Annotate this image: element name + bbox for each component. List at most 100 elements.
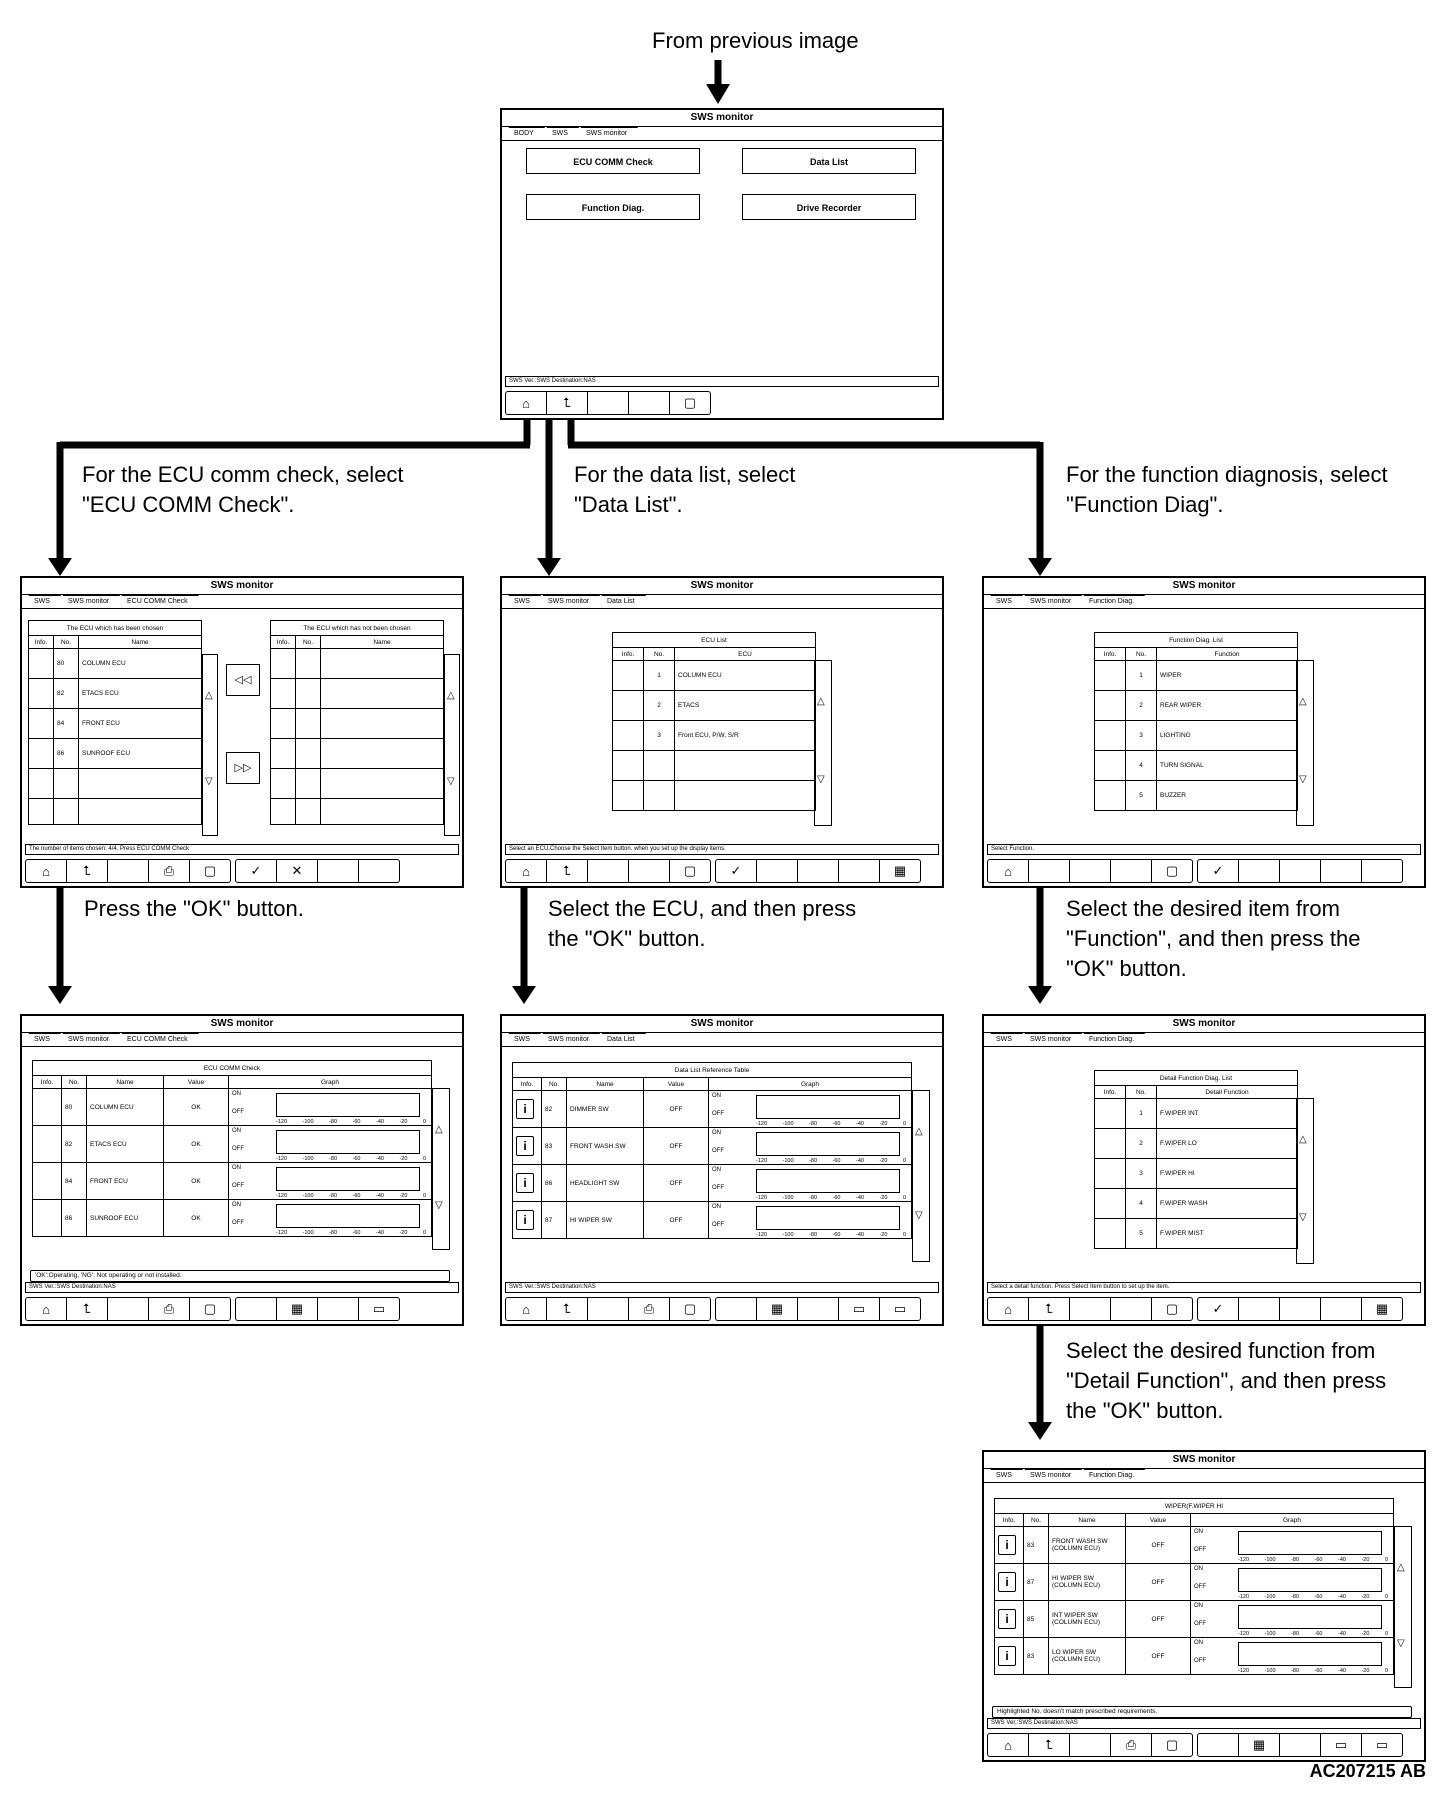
back-arrow-icon[interactable]: ⮤ (67, 1298, 108, 1320)
crumb-sws-monitor[interactable]: SWS monitor (56, 1033, 121, 1046)
tab-icon[interactable]: ▭ (893, 1301, 907, 1316)
function-diag-button[interactable]: Function Diag. (526, 194, 700, 220)
scroll-up-icon[interactable]: △ (205, 690, 213, 701)
scrollbar[interactable]: △ ▽ (1296, 1098, 1314, 1264)
crumb-sws-monitor[interactable]: SWS monitor (536, 595, 601, 608)
home-icon[interactable]: ⌂ (26, 860, 67, 882)
tab-icon[interactable]: ▭ (1375, 1737, 1389, 1752)
notebook-icon[interactable]: ▢ (683, 863, 697, 878)
scrollbar[interactable]: △ ▽ (814, 660, 832, 826)
print-icon[interactable]: ⎙ (149, 860, 190, 882)
notebook-icon[interactable]: ▢ (1165, 1737, 1179, 1752)
crumb-body[interactable]: BODY (502, 127, 545, 140)
info-icon[interactable]: i (516, 1136, 534, 1156)
scroll-up-icon[interactable]: △ (435, 1124, 443, 1135)
info-icon[interactable]: i (516, 1099, 534, 1119)
scroll-down-icon[interactable]: ▽ (435, 1200, 443, 1211)
ok-check-icon[interactable]: ✓ (236, 860, 277, 882)
info-icon[interactable]: i (998, 1572, 1016, 1592)
select-item-icon[interactable]: ▦ (893, 863, 907, 878)
scrollbar[interactable]: △ ▽ (912, 1090, 930, 1262)
notebook-icon[interactable]: ▢ (1165, 863, 1179, 878)
ok-check-icon[interactable]: ✓ (1198, 860, 1239, 882)
info-icon[interactable]: i (516, 1210, 534, 1230)
monitor-icon[interactable]: ▭ (372, 1301, 386, 1316)
home-icon[interactable]: ⌂ (506, 392, 547, 414)
crumb-sws[interactable]: SWS (984, 1033, 1023, 1046)
scroll-down-icon[interactable]: ▽ (447, 776, 455, 787)
drive-recorder-button[interactable]: Drive Recorder (742, 194, 916, 220)
home-icon[interactable]: ⌂ (506, 1298, 547, 1320)
move-left-icon[interactable]: ◁◁ (226, 664, 260, 696)
ok-check-icon[interactable]: ✓ (716, 860, 757, 882)
ecu-comm-check-button[interactable]: ECU COMM Check (526, 148, 700, 174)
crumb-sws[interactable]: SWS (22, 595, 61, 608)
crumb-sws-monitor[interactable]: SWS monitor (1018, 595, 1083, 608)
info-icon[interactable]: i (998, 1609, 1016, 1629)
scroll-down-icon[interactable]: ▽ (817, 774, 825, 785)
info-icon[interactable]: i (998, 1646, 1016, 1666)
scrollbar[interactable]: △ ▽ (202, 654, 218, 836)
scrollbar[interactable]: △ ▽ (444, 654, 460, 836)
notebook-icon[interactable]: ▢ (203, 863, 217, 878)
back-arrow-icon[interactable]: ⮤ (1029, 1298, 1070, 1320)
crumb-sws[interactable]: SWS (502, 1033, 541, 1046)
scroll-up-icon[interactable]: △ (817, 696, 825, 707)
info-icon[interactable]: i (998, 1535, 1016, 1555)
monitor-icon[interactable]: ▭ (1321, 1734, 1362, 1756)
scroll-down-icon[interactable]: ▽ (205, 776, 213, 787)
crumb-sws[interactable]: SWS (502, 595, 541, 608)
crumb-sws[interactable]: SWS (984, 595, 1023, 608)
back-arrow-icon[interactable]: ⮤ (1029, 1734, 1070, 1756)
scroll-down-icon[interactable]: ▽ (1397, 1638, 1405, 1649)
crumb-sws-monitor[interactable]: SWS monitor (56, 595, 121, 608)
table-icon[interactable]: ▦ (277, 1298, 318, 1320)
crumb-sws[interactable]: SWS (984, 1469, 1023, 1482)
notebook-icon[interactable]: ▢ (683, 395, 697, 410)
back-arrow-icon[interactable]: ⮤ (67, 860, 108, 882)
home-icon[interactable]: ⌂ (988, 1298, 1029, 1320)
print-icon[interactable]: ⎙ (149, 1298, 190, 1320)
info-icon[interactable]: i (516, 1173, 534, 1193)
notebook-icon[interactable]: ▢ (683, 1301, 697, 1316)
data-list-button[interactable]: Data List (742, 148, 916, 174)
cancel-icon[interactable]: ✕ (277, 860, 318, 882)
print-icon[interactable]: ⎙ (629, 1298, 670, 1320)
back-arrow-icon[interactable]: ⮤ (547, 860, 588, 882)
table-icon[interactable]: ▦ (1239, 1734, 1280, 1756)
scroll-up-icon[interactable]: △ (1299, 1134, 1307, 1145)
home-icon[interactable]: ⌂ (988, 1734, 1029, 1756)
scroll-down-icon[interactable]: ▽ (915, 1210, 923, 1221)
notebook-icon[interactable]: ▢ (1165, 1301, 1179, 1316)
scrollbar[interactable]: △ ▽ (1296, 660, 1314, 826)
home-icon[interactable]: ⌂ (988, 860, 1029, 882)
crumb-sws-monitor[interactable]: SWS monitor (1018, 1033, 1083, 1046)
home-icon[interactable]: ⌂ (506, 860, 547, 882)
scroll-up-icon[interactable]: △ (1397, 1562, 1405, 1573)
back-arrow-icon[interactable]: ⮤ (547, 1298, 588, 1320)
scroll-up-icon[interactable]: △ (915, 1126, 923, 1137)
notebook-icon[interactable]: ▢ (203, 1301, 217, 1316)
scroll-up-icon[interactable]: △ (447, 690, 455, 701)
ok-check-icon[interactable]: ✓ (1198, 1298, 1239, 1320)
select-item-icon[interactable]: ▦ (1375, 1301, 1389, 1316)
scroll-up-icon[interactable]: △ (1299, 696, 1307, 707)
scrollbar[interactable]: △ ▽ (1394, 1526, 1412, 1688)
scroll-down-icon[interactable]: ▽ (1299, 774, 1307, 785)
scroll-down-icon[interactable]: ▽ (1299, 1212, 1307, 1223)
crumb-sws[interactable]: SWS (540, 127, 579, 140)
